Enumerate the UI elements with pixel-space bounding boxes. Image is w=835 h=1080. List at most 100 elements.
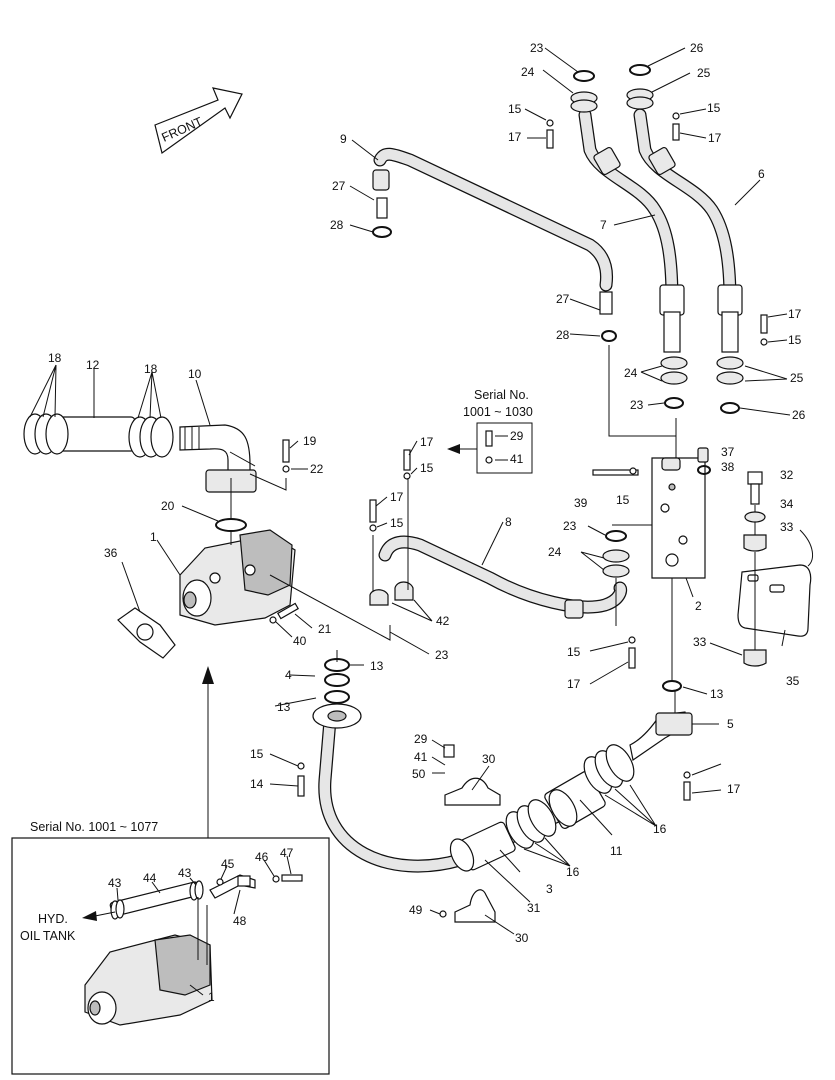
callout-47: 47 xyxy=(280,846,294,860)
callout-4: 4 xyxy=(285,668,292,682)
callout-16: 16 xyxy=(566,865,580,879)
callout-35: 35 xyxy=(786,674,800,688)
callout-12: 12 xyxy=(86,358,100,372)
callout-5: 5 xyxy=(727,717,734,731)
o-ring-23-top xyxy=(573,70,595,82)
callout-30: 30 xyxy=(482,752,496,766)
callout-27: 27 xyxy=(556,292,570,306)
callout-38: 38 xyxy=(721,460,735,474)
callout-17: 17 xyxy=(567,677,581,691)
callout-7: 7 xyxy=(600,218,607,232)
callout-14: 14 xyxy=(250,777,264,791)
callout-30: 30 xyxy=(515,931,529,945)
callout-15: 15 xyxy=(707,101,721,115)
callout-11: 11 xyxy=(610,844,623,858)
callout-29: 29 xyxy=(414,732,428,746)
callout-28: 28 xyxy=(330,218,344,232)
callout-39: 39 xyxy=(574,496,588,510)
callout-26: 26 xyxy=(792,408,806,422)
hose-7 xyxy=(578,108,685,353)
callout-28: 28 xyxy=(556,328,570,342)
callout-24: 24 xyxy=(521,65,535,79)
washers-15-top xyxy=(546,112,680,127)
callout-41: 41 xyxy=(414,750,428,764)
to-oil-tank-arrow xyxy=(82,911,116,921)
elbow-10 xyxy=(179,424,257,532)
callout-1: 1 xyxy=(208,990,215,1004)
callout-20: 20 xyxy=(161,499,175,513)
o-ring-26-top xyxy=(629,64,651,76)
bolt-47-washer-46 xyxy=(272,874,303,883)
clamp-30-bottom xyxy=(439,889,496,923)
hose-clamps-16-upper xyxy=(583,744,635,794)
elbow-5 xyxy=(629,680,693,801)
callout-15: 15 xyxy=(508,102,522,116)
callout-23: 23 xyxy=(630,398,644,412)
callout-15: 15 xyxy=(420,461,434,475)
callout-26: 26 xyxy=(690,41,704,55)
callout-17: 17 xyxy=(390,490,404,504)
callout-34: 34 xyxy=(780,497,794,511)
hose-6 xyxy=(633,108,743,353)
elbow-48 xyxy=(209,874,256,899)
mount-33-bottom xyxy=(743,649,767,667)
inset-leader-lines xyxy=(116,855,292,996)
bolt-32 xyxy=(747,471,763,505)
split-flange-25-top xyxy=(626,88,654,110)
hose-8 xyxy=(369,449,628,619)
callout-15: 15 xyxy=(250,747,264,761)
callout-25: 25 xyxy=(790,371,804,385)
callout-19: 19 xyxy=(303,434,317,448)
sleeve-31 xyxy=(449,821,516,872)
split-flange-24-top xyxy=(570,91,598,113)
oil-tank-label: HYD. OIL TANK xyxy=(20,912,76,943)
callout-21: 21 xyxy=(318,622,332,636)
serial-top-line1: Serial No. xyxy=(474,388,529,402)
bolt-21-washer-40 xyxy=(269,602,299,624)
callout-13: 13 xyxy=(370,659,384,673)
serial-bottom: Serial No. 1001 ~ 1077 xyxy=(30,820,158,834)
callout-16: 16 xyxy=(653,822,667,836)
alignment-lines xyxy=(230,345,756,713)
front-direction-arrow: FRONT xyxy=(154,87,243,155)
hose-11 xyxy=(544,771,606,829)
callout-49: 49 xyxy=(409,903,423,917)
callout-9: 9 xyxy=(340,132,347,146)
callout-27: 27 xyxy=(332,179,346,193)
callout-46: 46 xyxy=(255,850,269,864)
callout-17: 17 xyxy=(727,782,741,796)
fitting-37-ring-38 xyxy=(697,447,711,475)
suction-hose-44 xyxy=(109,880,204,920)
callout-18: 18 xyxy=(144,362,158,376)
callout-2: 2 xyxy=(695,599,702,613)
bolts-17-top xyxy=(546,123,680,149)
hose-clamps-18-right xyxy=(128,416,174,458)
split-flanges-lower xyxy=(660,314,768,414)
pipe-3 xyxy=(312,658,567,873)
split-flange-24-mid xyxy=(602,530,636,669)
hose-9 xyxy=(372,147,617,342)
hose-clamps-16-lower xyxy=(505,799,557,849)
callout-3: 3 xyxy=(546,882,553,896)
callout-33: 33 xyxy=(693,635,707,649)
washer-34 xyxy=(744,511,766,523)
callout-15: 15 xyxy=(390,516,404,530)
callout-33: 33 xyxy=(780,520,794,534)
oil-tank-line2: OIL TANK xyxy=(20,929,76,943)
callout-48: 48 xyxy=(233,914,247,928)
callout-1: 1 xyxy=(150,530,157,544)
callout-32: 32 xyxy=(780,468,794,482)
callout-15: 15 xyxy=(567,645,581,659)
callout-15: 15 xyxy=(616,493,630,507)
callout-17: 17 xyxy=(788,307,802,321)
callout-17: 17 xyxy=(708,131,722,145)
suction-hose-12 xyxy=(23,413,174,458)
callout-15: 15 xyxy=(788,333,802,347)
callout-17: 17 xyxy=(420,435,434,449)
manifold-block-2 xyxy=(651,457,706,579)
callout-6: 6 xyxy=(758,167,765,181)
oil-tank-line1: HYD. xyxy=(38,912,68,926)
callout-13: 13 xyxy=(710,687,724,701)
